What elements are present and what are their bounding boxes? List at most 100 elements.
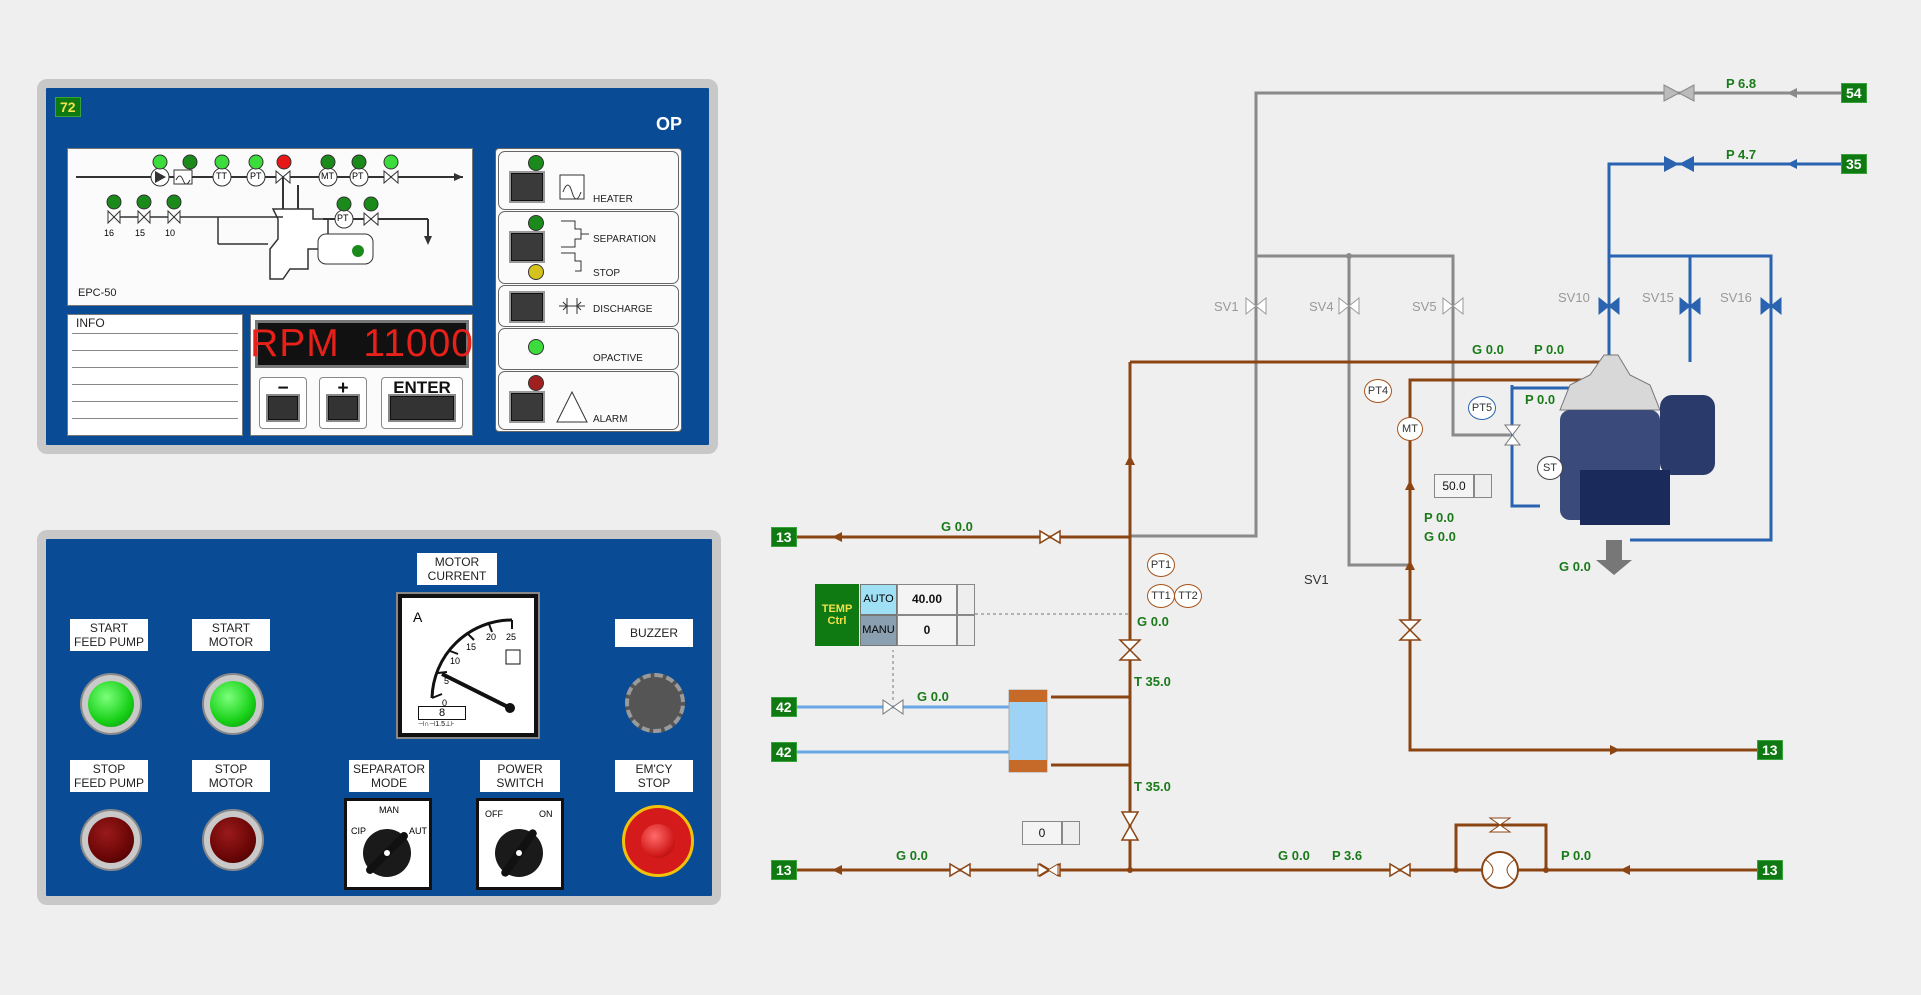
temp-manu-value[interactable]: 0 — [897, 615, 957, 646]
temp-auto-button[interactable]: AUTO — [860, 584, 897, 615]
gauge-tick-0: 0 — [442, 698, 448, 708]
flow-bottom-left: G 0.0 — [896, 848, 928, 863]
stop-lamp — [528, 264, 544, 280]
water-42-b: 42 — [771, 742, 797, 762]
sep-knob[interactable] — [363, 829, 411, 877]
emcy-stop-label: EM'CY STOP — [615, 760, 693, 792]
stop-feed-pump-button[interactable] — [80, 809, 142, 871]
flow-separator-out: G 0.0 — [1559, 559, 1591, 574]
heater-icon — [559, 174, 585, 200]
setpoint-box[interactable]: 50.0 — [1434, 474, 1474, 498]
separation-button[interactable]: SEPARATION STOP — [498, 211, 679, 284]
scheme-pt-tag-2: PT — [352, 171, 364, 181]
heater-label: HEATER — [593, 194, 633, 205]
inlet-13-bottom-right: 13 — [1757, 860, 1783, 880]
sv1-lower-label: SV1 — [1304, 572, 1329, 587]
scheme-tt-tag: TT — [216, 171, 227, 181]
pt4-tag: PT4 — [1364, 379, 1392, 403]
scheme-pt-tag: PT — [250, 171, 262, 181]
enter-key[interactable]: ENTER — [381, 377, 463, 429]
tt1-tag: TT1 — [1147, 584, 1175, 608]
opactive-label: OPACTIVE — [593, 353, 643, 364]
separator-mode-label: SEPARATOR MODE — [349, 760, 429, 792]
stop-label: STOP — [593, 268, 621, 279]
inlet-35: 35 — [1841, 154, 1867, 174]
rpm-control-area: RPM 11000 − + ENTER — [250, 314, 473, 436]
info-label: INFO — [76, 316, 105, 330]
start-feed-pump-button[interactable] — [80, 673, 142, 735]
minus-key[interactable]: − — [259, 377, 307, 429]
flow-mid: G 0.0 — [1424, 529, 1456, 544]
pressure-top-sep: P 0.0 — [1534, 342, 1565, 357]
separator-bowl-icon — [561, 220, 589, 272]
separation-label: SEPARATION — [593, 234, 656, 245]
alarm-icon — [556, 390, 588, 423]
flow-left-line: G 0.0 — [941, 519, 973, 534]
temp-b: T 35.0 — [1134, 779, 1171, 794]
heater-lamp — [528, 155, 544, 171]
control-panel: START FEED PUMP START MOTOR STOP FEED PU… — [37, 530, 721, 905]
pressure-mid: P 0.0 — [1424, 510, 1455, 525]
st-tag: ST — [1537, 456, 1563, 480]
stop-motor-button[interactable] — [202, 809, 264, 871]
temp-controller: TEMP Ctrl AUTO MANU 40.00 0 — [815, 584, 975, 646]
discharge-label: DISCHARGE — [593, 304, 653, 315]
plus-key[interactable]: + — [319, 377, 367, 429]
op-side-buttons: HEATER SEPARATION STOP DISCHARGE OPACTIV… — [495, 148, 682, 432]
stop-motor-label: STOP MOTOR — [192, 760, 270, 792]
buzzer — [625, 673, 685, 733]
mt-tag: MT — [1397, 417, 1423, 441]
scheme-mt-tag: MT — [321, 171, 334, 181]
separator-mode-selector[interactable]: MAN CIP AUT — [344, 798, 432, 890]
scheme-model-label: EPC-50 — [78, 287, 117, 299]
flow-top: G 0.0 — [1472, 342, 1504, 357]
start-motor-button[interactable] — [202, 673, 264, 735]
discharge-icon — [559, 298, 585, 314]
temp-a: T 35.0 — [1134, 674, 1171, 689]
motor-current-gauge: A 0 5 10 15 20 25 8 ⊣∩⊣1.5⊥⊦ — [398, 594, 538, 737]
sv15-label: SV15 — [1642, 290, 1674, 305]
setpoint-spinner[interactable] — [1474, 474, 1492, 498]
scheme-pt-tag-3: PT — [337, 213, 349, 223]
alarm-lamp — [528, 375, 544, 391]
gauge-reading-box: 8 — [418, 706, 466, 720]
temp-manu-spinner[interactable] — [957, 615, 975, 646]
gauge-tick-25: 25 — [506, 632, 517, 642]
scheme-valve-15: 15 — [135, 228, 146, 238]
bottom-setpoint-box[interactable]: 0 — [1022, 821, 1062, 845]
stop-feed-pump-label: STOP FEED PUMP — [70, 760, 148, 792]
gauge-tick-20: 20 — [486, 632, 497, 642]
temp-manu-button[interactable]: MANU — [860, 615, 897, 646]
power-off: OFF — [485, 809, 503, 819]
buzzer-label: BUZZER — [615, 619, 693, 647]
temp-auto-spinner[interactable] — [957, 584, 975, 615]
emergency-stop-button[interactable] — [622, 805, 694, 877]
sep-aut: AUT — [409, 826, 427, 836]
power-on: ON — [539, 809, 553, 819]
op-panel-title: OP — [656, 114, 683, 134]
start-motor-label: START MOTOR — [192, 619, 270, 651]
info-box: INFO — [67, 314, 243, 436]
pressure-top: P 6.8 — [1726, 76, 1757, 91]
scheme-diagram — [76, 154, 463, 280]
gauge-unit: A — [413, 609, 423, 625]
power-switch-selector[interactable]: OFF ON — [476, 798, 564, 890]
temp-auto-value[interactable]: 40.00 — [897, 584, 957, 615]
sv4-label: SV4 — [1309, 299, 1334, 314]
bottom-setpoint-spinner[interactable] — [1062, 821, 1080, 845]
pressure-bottom-right: P 0.0 — [1561, 848, 1592, 863]
power-switch-label: POWER SWITCH — [480, 760, 560, 792]
op-panel-badge: 72 — [55, 97, 81, 117]
gauge-reading: 8 — [438, 707, 446, 719]
alarm-button[interactable]: ALARM — [498, 371, 679, 430]
outlet-13-left: 13 — [771, 527, 797, 547]
heater-button[interactable]: HEATER — [498, 151, 679, 210]
discharge-button[interactable]: DISCHARGE — [498, 285, 679, 327]
gauge-tick-15: 15 — [466, 642, 477, 652]
pressure-blue: P 4.7 — [1726, 147, 1757, 162]
motor-current-label: MOTOR CURRENT — [417, 553, 497, 585]
start-feed-pump-label: START FEED PUMP — [70, 619, 148, 651]
sv16-label: SV16 — [1720, 290, 1752, 305]
rpm-display: RPM 11000 — [250, 320, 473, 368]
power-knob[interactable] — [495, 827, 543, 879]
